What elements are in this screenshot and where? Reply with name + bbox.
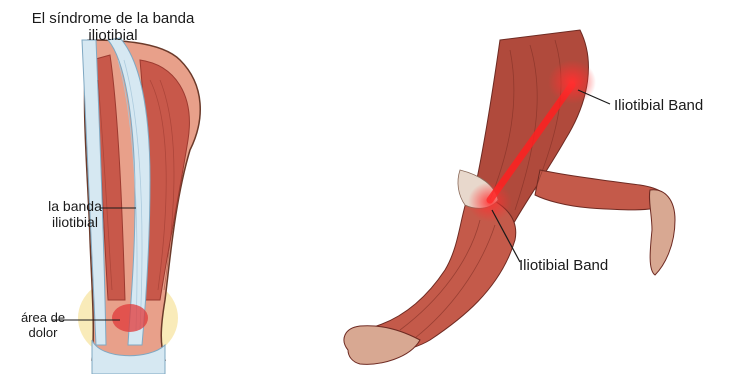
iliotibial-band-label-bottom: Iliotibial Band — [519, 258, 608, 274]
back-foot — [649, 190, 675, 275]
pain-area-label: área de dolor — [8, 310, 78, 340]
pain-spot — [112, 304, 148, 332]
knee-glow-right — [468, 182, 512, 222]
iliotibial-band-label-top: Iliotibial Band — [614, 98, 703, 114]
bent-calf — [535, 170, 668, 210]
left-title: El síndrome de la banda iliotibial — [28, 10, 198, 44]
running-leg-illustration — [330, 0, 730, 374]
hip-glow — [548, 60, 596, 104]
band-label: la banda iliotibial — [46, 198, 104, 230]
right-illustration-panel — [330, 0, 730, 374]
